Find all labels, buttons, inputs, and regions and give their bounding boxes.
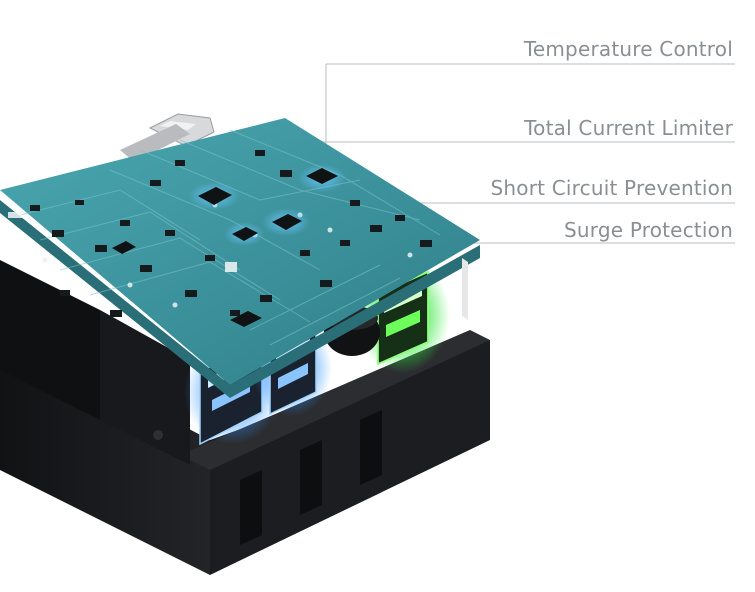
surge-protection-chip bbox=[224, 222, 264, 246]
callout-surge-protection: Surge Protection bbox=[564, 218, 733, 242]
current-limiter-chip bbox=[188, 182, 240, 210]
temperature-control-chip bbox=[298, 164, 346, 192]
circuit-board bbox=[0, 118, 480, 398]
short-circuit-chip bbox=[262, 208, 310, 236]
plug-prong-icon bbox=[120, 113, 215, 162]
board-ic bbox=[112, 241, 262, 327]
callout-temperature-control: Temperature Control bbox=[523, 37, 733, 61]
callout-total-current-limiter: Total Current Limiter bbox=[524, 116, 733, 140]
callout-short-circuit-prevention: Short Circuit Prevention bbox=[490, 176, 733, 200]
